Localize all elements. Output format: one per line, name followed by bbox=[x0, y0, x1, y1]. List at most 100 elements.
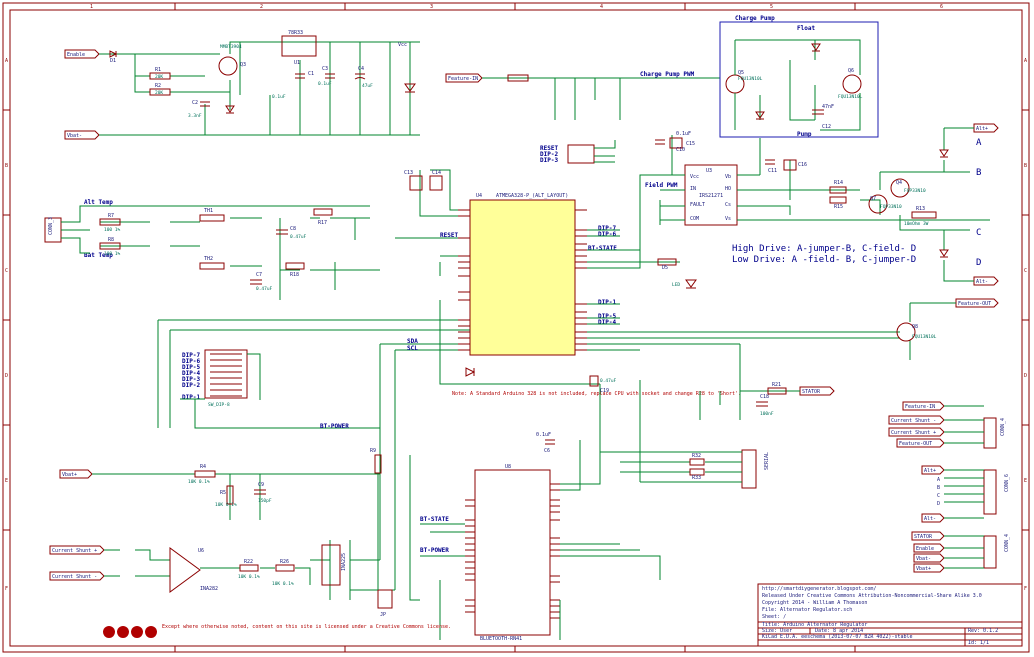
tvs-diode-2 bbox=[939, 249, 949, 258]
svg-text:STATOR: STATOR bbox=[802, 389, 821, 395]
svg-text:0.47uF: 0.47uF bbox=[290, 234, 307, 240]
svg-text:R9: R9 bbox=[370, 448, 376, 454]
svg-text:C1: C1 bbox=[308, 71, 314, 77]
capacitor-c1: C10.1uF bbox=[272, 71, 314, 100]
svg-text:C6: C6 bbox=[544, 448, 550, 454]
svg-text:Vbat-: Vbat- bbox=[67, 133, 82, 139]
svg-text:R21: R21 bbox=[772, 382, 781, 388]
ina225-chip: INA225 bbox=[321, 544, 347, 586]
sda-label: SDA bbox=[407, 338, 418, 345]
svg-text:20K: 20K bbox=[155, 74, 163, 80]
resistor-r15: R15 bbox=[829, 196, 847, 210]
svg-text:B: B bbox=[937, 485, 940, 491]
scl-label: SCL bbox=[407, 345, 418, 352]
float-label: Float bbox=[797, 25, 815, 32]
svg-text:DIP-6: DIP-6 bbox=[182, 358, 200, 365]
capacitor-c14: C14 bbox=[429, 170, 443, 191]
svg-text:R22: R22 bbox=[244, 559, 253, 565]
svg-text:FQU13N10L: FQU13N10L bbox=[912, 334, 937, 340]
svg-text:10K 0.1%: 10K 0.1% bbox=[215, 502, 237, 508]
svg-text:0.1uF: 0.1uF bbox=[536, 432, 551, 438]
driver-part: IRS21271 bbox=[699, 193, 723, 199]
capacitor-c3: C30.1uF bbox=[318, 66, 335, 87]
svg-text:R14: R14 bbox=[834, 180, 843, 186]
diode-cp bbox=[811, 43, 821, 52]
vbat-minus-label: Vbat- bbox=[64, 130, 100, 140]
cpu-led bbox=[465, 367, 476, 377]
svg-text:R26: R26 bbox=[280, 559, 289, 565]
cpu-ref: U4 bbox=[476, 193, 482, 199]
bat-temp-label: Bat Temp bbox=[84, 252, 113, 259]
svg-text:R1: R1 bbox=[155, 67, 161, 73]
svg-text:Rev: 0.1.2: Rev: 0.1.2 bbox=[968, 628, 998, 634]
svg-text:Alt-: Alt- bbox=[924, 516, 936, 522]
svg-text:DIP-7: DIP-7 bbox=[598, 225, 616, 232]
svg-text:Vbat+: Vbat+ bbox=[62, 472, 77, 478]
charge-pump-box bbox=[719, 21, 879, 138]
svg-text:R7: R7 bbox=[108, 213, 114, 219]
svg-text:10K 0.1%: 10K 0.1% bbox=[272, 581, 294, 587]
vcc-label: Vcc bbox=[398, 42, 407, 48]
svg-text:Released Under Creative Common: Released Under Creative Commons Attribut… bbox=[762, 593, 982, 599]
diode-cp2 bbox=[755, 111, 765, 120]
svg-text:TH2: TH2 bbox=[204, 256, 213, 262]
svg-text:R8: R8 bbox=[108, 237, 114, 243]
svg-text:BT-STATE: BT-STATE bbox=[588, 245, 617, 252]
dip-switch-sw1: SW_DIP-8 bbox=[204, 349, 248, 408]
driver-u3 bbox=[684, 164, 738, 226]
svg-text:Current Shunt +: Current Shunt + bbox=[52, 548, 97, 554]
svg-text:CONN_6: CONN_6 bbox=[1004, 474, 1010, 492]
alt-minus-label: Alt- bbox=[973, 276, 999, 286]
svg-text:0.47uF: 0.47uF bbox=[256, 286, 273, 292]
svg-text:D5: D5 bbox=[662, 265, 668, 271]
cpu-part: ATMEGA328-P_(ALT_LAYOUT) bbox=[496, 193, 568, 199]
resistor-r20 bbox=[507, 74, 529, 82]
resistor-r17: R17 bbox=[313, 208, 333, 226]
svg-text:Q5: Q5 bbox=[738, 70, 744, 76]
svg-text:SERIAL: SERIAL bbox=[764, 452, 770, 470]
svg-text:C12: C12 bbox=[822, 124, 831, 130]
thermistor-th1: TH1 bbox=[199, 208, 225, 222]
capacitor-c8: C80.47uF bbox=[276, 226, 307, 240]
resistor-r33: R33 bbox=[689, 468, 705, 481]
tvs-diode-1 bbox=[939, 149, 949, 158]
bt-ref: U8 bbox=[505, 464, 511, 470]
svg-text:R33: R33 bbox=[692, 475, 701, 481]
field-pwm-label: Field PWM bbox=[645, 182, 678, 189]
svg-text:Size: User: Size: User bbox=[762, 628, 792, 634]
svg-text:Vcc: Vcc bbox=[690, 174, 699, 180]
feature-labels: Feature-IN Current Shunt - Current Shunt… bbox=[888, 401, 945, 448]
svg-text:D: D bbox=[1024, 373, 1027, 379]
regulator-u1: 78R33 U1 bbox=[281, 30, 317, 66]
power-connector: CONN_4 bbox=[983, 534, 1010, 569]
capacitor-c15: C15 bbox=[669, 137, 695, 149]
svg-text:R13: R13 bbox=[916, 206, 925, 212]
svg-text:E: E bbox=[1024, 478, 1027, 484]
svg-text:A: A bbox=[5, 58, 8, 64]
reset-label: RESET bbox=[440, 232, 458, 239]
svg-text:Vbat+: Vbat+ bbox=[916, 566, 931, 572]
alt-labels: Alt+ A B C D Alt- bbox=[921, 465, 945, 523]
svg-text:CONN_4: CONN_4 bbox=[1004, 534, 1010, 552]
svg-text:DIP-4: DIP-4 bbox=[182, 370, 200, 377]
svg-text:E: E bbox=[5, 478, 8, 484]
svg-text:C7: C7 bbox=[256, 272, 262, 278]
svg-text:DIP-2: DIP-2 bbox=[182, 382, 200, 389]
svg-text:C15: C15 bbox=[686, 141, 695, 147]
svg-text:Q6: Q6 bbox=[848, 68, 854, 74]
diode-d1: D1 bbox=[109, 50, 118, 64]
svg-text:DIP-5: DIP-5 bbox=[182, 364, 200, 371]
svg-text:47nF: 47nF bbox=[822, 104, 834, 110]
frame-row-letters: A B C D E F A B C D E F bbox=[5, 58, 1027, 592]
vbat-plus-label: Vbat+ bbox=[59, 469, 93, 479]
svg-text:R4: R4 bbox=[200, 464, 206, 470]
point-b: B bbox=[976, 168, 981, 178]
bt-part: BLUETOOTH-RN41 bbox=[480, 636, 522, 642]
svg-text:R17: R17 bbox=[318, 220, 327, 226]
pump-label: Pump bbox=[797, 131, 812, 138]
resistor-r18: R18 bbox=[285, 262, 305, 278]
